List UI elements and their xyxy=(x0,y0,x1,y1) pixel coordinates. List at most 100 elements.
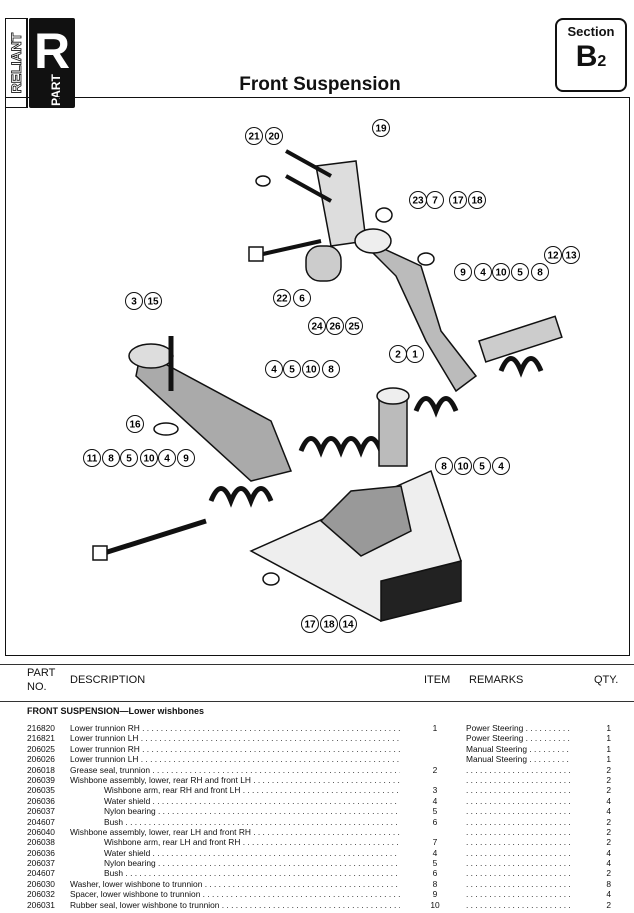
quantity: 2 xyxy=(606,837,611,848)
callout-number: 10 xyxy=(457,462,469,473)
callout-circle xyxy=(435,457,453,475)
reliant-r-part-logo: RELIANT R PART xyxy=(5,18,75,108)
callout-circle xyxy=(102,449,120,467)
svg-text:R: R xyxy=(34,23,70,79)
remarks: . . . . . . . . . . . . . . . . . . . . … xyxy=(466,837,571,848)
callout-circle xyxy=(492,263,510,281)
quantity: 4 xyxy=(606,795,611,806)
description: Spacer, lower wishbone to trunnion . . .… xyxy=(70,889,400,900)
remarks-text: Manual Steering xyxy=(466,743,527,754)
item-number: 4 xyxy=(432,795,438,806)
part-number: 206039 xyxy=(27,774,55,785)
callout-circle xyxy=(345,317,363,335)
callout-circle xyxy=(454,457,472,475)
remarks: . . . . . . . . . . . . . . . . . . . . … xyxy=(466,806,571,817)
callout-number: 8 xyxy=(108,454,114,465)
item-number: 6 xyxy=(432,868,438,879)
table-row: 206035 Wishbone arm, rear RH and front L… xyxy=(0,785,634,795)
description: Lower trunnion RH . . . . . . . . . . . … xyxy=(70,743,400,754)
section-letter: B xyxy=(575,40,598,73)
svg-text:RELIANT: RELIANT xyxy=(8,32,24,93)
description-text: Lower trunnion LH xyxy=(70,733,139,744)
callout-circle xyxy=(322,360,340,378)
item-number: 1 xyxy=(432,723,438,733)
quantity: 2 xyxy=(606,868,611,879)
description-text: Nylon bearing xyxy=(104,806,156,817)
description-text: Washer, lower wishbone to trunnion xyxy=(70,878,203,889)
quantity: 4 xyxy=(606,858,611,869)
table-row: 206030 Washer, lower wishbone to trunnio… xyxy=(0,879,634,889)
callout-number: 26 xyxy=(329,322,341,333)
description: Washer, lower wishbone to trunnion . . .… xyxy=(70,878,400,889)
callout-number: 7 xyxy=(432,196,438,207)
quantity: 2 xyxy=(606,826,611,837)
callout-circle xyxy=(302,360,320,378)
col-description: DESCRIPTION xyxy=(70,674,146,686)
remarks: . . . . . . . . . . . . . . . . . . . . … xyxy=(466,899,571,910)
section-label: Section xyxy=(567,24,615,39)
table-row: 206031 Rubber seal, lower wishbone to tr… xyxy=(0,900,634,910)
item-number: 10 xyxy=(430,899,440,910)
description-text: Bush xyxy=(104,868,124,879)
callout-circle xyxy=(83,449,101,467)
remarks: . . . . . . . . . . . . . . . . . . . . … xyxy=(466,774,571,785)
callout-number: 4 xyxy=(271,365,277,376)
callout-circle xyxy=(473,457,491,475)
description: Water shield . . . . . . . . . . . . . .… xyxy=(104,847,400,858)
callout-number: 2 xyxy=(395,350,401,361)
description: Water shield . . . . . . . . . . . . . .… xyxy=(104,795,400,806)
col-remarks: REMARKS xyxy=(469,674,524,686)
callout-number: 4 xyxy=(164,454,170,465)
section-code: B2 xyxy=(557,39,625,80)
remarks-text: Power Steering xyxy=(466,733,524,744)
part-number: 206031 xyxy=(27,899,55,910)
callout-circle xyxy=(492,457,510,475)
callout-circle xyxy=(140,449,158,467)
callout-circle xyxy=(126,415,144,433)
part-number: 204607 xyxy=(27,868,55,879)
table-row: 206032 Spacer, lower wishbone to trunnio… xyxy=(0,889,634,899)
callout-number: 25 xyxy=(348,322,360,333)
callout-number: 9 xyxy=(460,268,466,279)
col-part-no-2: NO. xyxy=(27,681,47,693)
table-row: 206038 Wishbone arm, rear LH and front R… xyxy=(0,837,634,847)
remarks: . . . . . . . . . . . . . . . . . . . . … xyxy=(466,878,571,889)
callout-number: 8 xyxy=(441,462,447,473)
quantity: 2 xyxy=(606,774,611,785)
part-number: 206032 xyxy=(27,889,55,900)
description: Wishbone assembly, lower, rear LH and fr… xyxy=(70,826,400,837)
callout-number: 15 xyxy=(147,297,159,308)
callout-circle xyxy=(320,615,338,633)
item-number: 5 xyxy=(432,858,438,869)
part-number: 204607 xyxy=(27,816,55,827)
quantity: 2 xyxy=(606,785,611,796)
callout-number: 5 xyxy=(517,268,523,279)
col-qty: QTY. xyxy=(594,674,619,686)
description: Lower trunnion RH . . . . . . . . . . . … xyxy=(70,723,400,733)
item-number: 4 xyxy=(432,847,438,858)
table-row: 204607 Bush . . . . . . . . . . . . . . … xyxy=(0,817,634,827)
callout-number: 3 xyxy=(131,297,137,308)
callout-circle xyxy=(265,360,283,378)
description: Rubber seal, lower wishbone to trunnion … xyxy=(70,899,400,910)
part-number: 206038 xyxy=(27,837,55,848)
description-text: Grease seal, trunnion xyxy=(70,764,151,775)
callout-number: 17 xyxy=(304,620,316,631)
part-number: 206025 xyxy=(27,743,55,754)
callout-circle xyxy=(449,191,467,209)
description: Wishbone assembly, lower, rear RH and fr… xyxy=(70,774,400,785)
callout-circle xyxy=(454,263,472,281)
callout-circle xyxy=(372,119,390,137)
callout-circle xyxy=(283,360,301,378)
description: Wishbone arm, rear LH and front RH . . .… xyxy=(104,837,400,848)
quantity: 2 xyxy=(606,816,611,827)
callout-number: 10 xyxy=(495,268,507,279)
callout-number: 11 xyxy=(87,454,98,465)
remarks: . . . . . . . . . . . . . . . . . . . . … xyxy=(466,816,571,827)
callout-number: 14 xyxy=(342,620,354,631)
callout-number: 22 xyxy=(276,294,288,305)
item-number: 6 xyxy=(432,816,438,827)
